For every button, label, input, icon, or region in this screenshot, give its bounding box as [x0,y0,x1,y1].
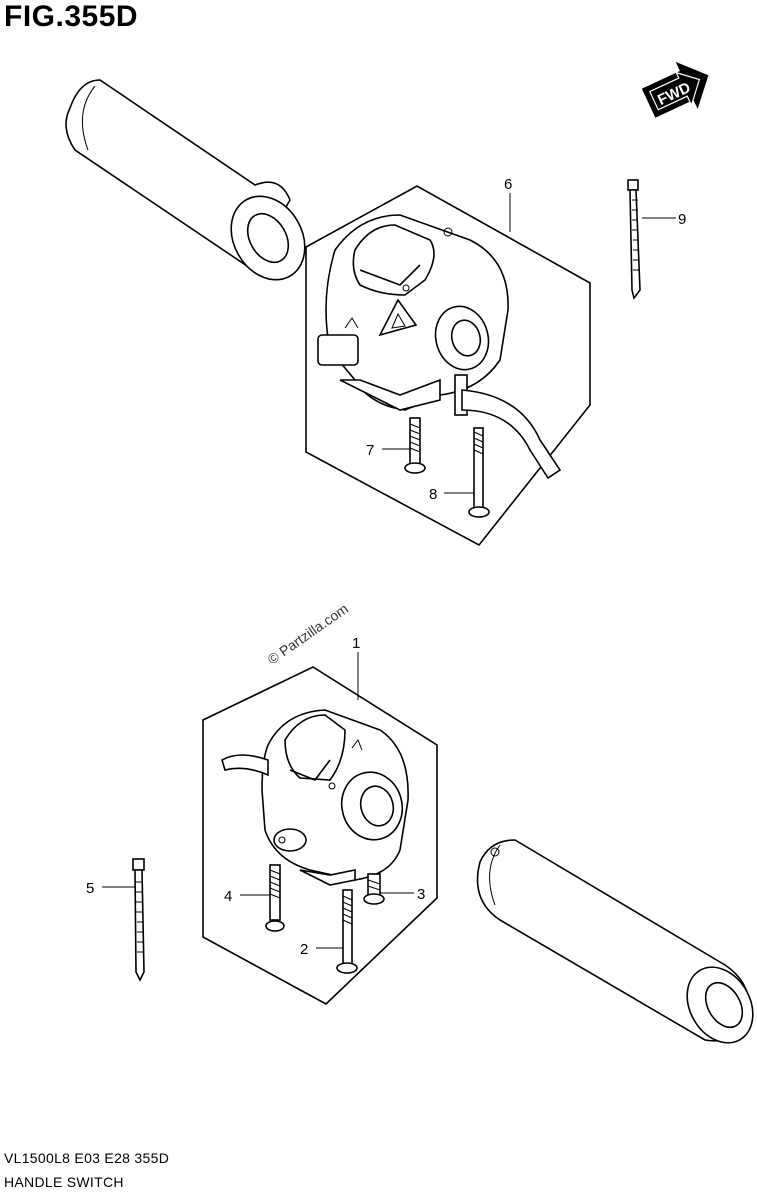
footer-model-code: VL1500L8 E03 E28 355D [4,1150,170,1166]
watermark: © Partzilla.com [265,600,351,667]
callout-3-label: 3 [417,886,425,903]
callout-6-label: 6 [504,176,512,193]
callout-7: 7 [366,442,410,459]
cable-tie-5 [132,858,145,982]
right-grip [476,839,754,1044]
left-grip [65,79,306,281]
upper-assembly-box [305,185,591,547]
cable-tie-9 [627,179,641,300]
upper-switch-housing [317,214,562,480]
screw-3 [363,873,385,905]
fwd-arrow-badge: FWD [641,61,709,118]
lower-assembly-box [202,666,438,1005]
callout-4-label: 4 [224,888,232,905]
callout-4: 4 [224,888,270,905]
callout-5: 5 [86,880,136,897]
callout-3: 3 [380,886,425,903]
callout-7-label: 7 [366,442,374,459]
callout-6: 6 [504,176,512,232]
footer-diagram-name: HANDLE SWITCH [4,1174,124,1190]
callout-2-label: 2 [300,941,308,958]
lower-switch-housing [221,709,409,886]
screw-2 [336,889,358,974]
callout-1: 1 [352,635,360,700]
callout-1-label: 1 [352,635,360,652]
callout-9-label: 9 [678,211,686,228]
screw-8 [468,427,490,518]
figure-title: FIG.355D [4,0,139,33]
callout-2: 2 [300,941,343,958]
callout-8: 8 [429,486,474,503]
callout-9: 9 [642,211,686,228]
callout-5-label: 5 [86,880,94,897]
screw-7 [404,417,426,474]
screw-4 [265,864,285,932]
callout-8-label: 8 [429,486,437,503]
